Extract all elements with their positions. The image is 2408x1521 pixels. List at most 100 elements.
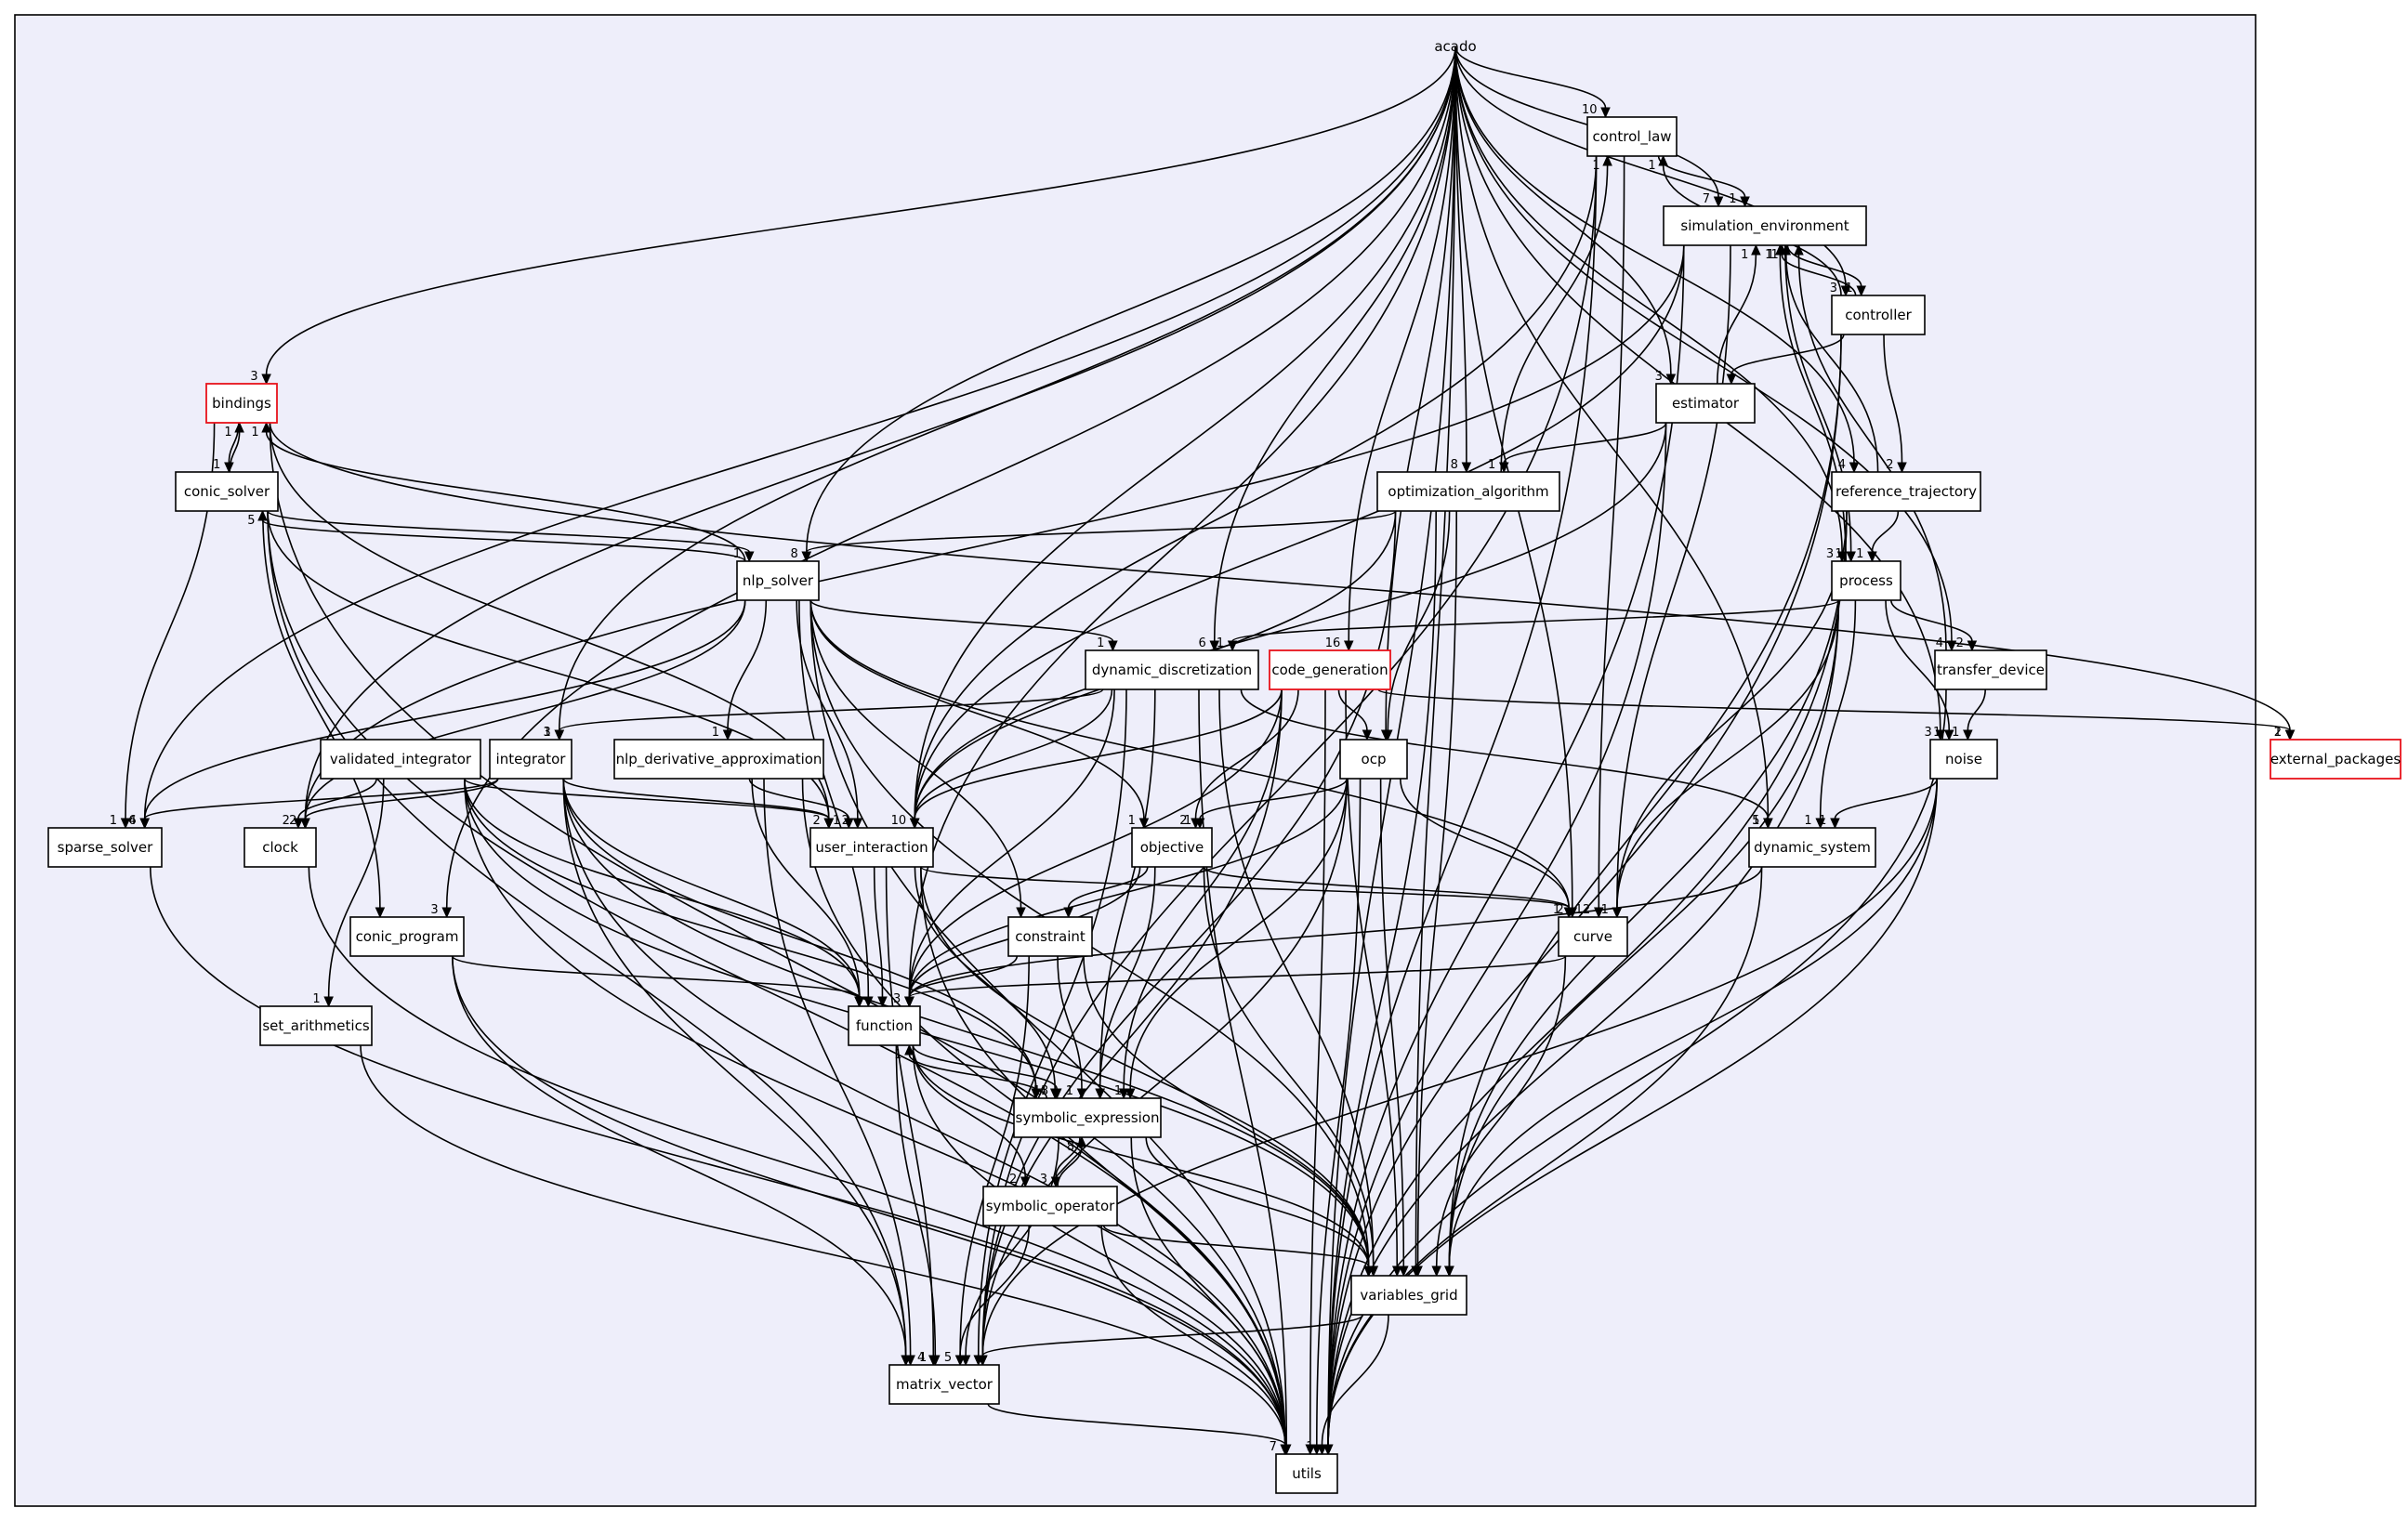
node-label[interactable]: curve (1573, 928, 1612, 945)
node-label[interactable]: symbolic_operator (986, 1198, 1115, 1215)
node-label[interactable]: nlp_solver (743, 572, 814, 590)
node-label[interactable]: optimization_algorithm (1388, 483, 1548, 501)
node-box[interactable] (1655, 383, 1756, 424)
node-curve[interactable]: curve (1558, 916, 1628, 957)
edge-count-label[interactable]: 1 (544, 726, 551, 740)
node-label[interactable]: process (1839, 572, 1893, 589)
edge-count-label[interactable]: 1 (712, 726, 719, 740)
edge-count-label[interactable]: 1 (224, 426, 231, 439)
edge-count-label[interactable]: 16 (1325, 636, 1341, 650)
node-box[interactable] (1831, 295, 1926, 335)
node-box[interactable] (1350, 1275, 1467, 1316)
node-label[interactable]: transfer_device (1937, 662, 2045, 679)
node-ocp[interactable]: ocp (1339, 739, 1408, 780)
node-label[interactable]: nlp_derivative_approximation (616, 751, 822, 768)
node-control-law[interactable]: control_law (1586, 116, 1678, 157)
edge-count-label[interactable]: 1 (1845, 282, 1852, 295)
node-label[interactable]: function (856, 1017, 913, 1034)
edge-count-label[interactable]: 1 (1217, 636, 1224, 650)
edge-count-label[interactable]: 3 (1040, 1173, 1047, 1187)
edge-count-label[interactable]: 1 (1592, 159, 1599, 173)
edge-count-label[interactable]: 1 (1752, 814, 1759, 828)
edge-count-label[interactable]: 1 (1306, 1440, 1313, 1454)
node-box[interactable] (809, 827, 934, 868)
node-user-interaction[interactable]: user_interaction (809, 827, 934, 868)
edge-count-label[interactable]: 5 (247, 514, 255, 528)
node-box[interactable] (175, 471, 279, 512)
node-simulation-environment[interactable]: simulation_environment (1663, 205, 1867, 246)
node-function[interactable]: function (848, 1005, 921, 1046)
node-label[interactable]: ocp (1362, 751, 1387, 767)
node-set-arithmetics[interactable]: set_arithmetics (259, 1005, 373, 1046)
edge-count-label[interactable]: 2 (2274, 726, 2282, 740)
cluster-label-acado[interactable]: acado (1434, 38, 1476, 55)
edge-count-label[interactable]: 1 (1804, 814, 1811, 828)
edge-count-label[interactable]: 1 (894, 1048, 901, 1062)
node-label[interactable]: dynamic_discretization (1092, 662, 1252, 679)
node-label[interactable]: user_interaction (815, 839, 928, 857)
node-label[interactable]: simulation_environment (1680, 217, 1849, 235)
node-box[interactable] (47, 827, 163, 868)
node-utils[interactable]: utils (1275, 1453, 1338, 1494)
node-estimator[interactable]: estimator (1655, 383, 1756, 424)
edge-count-label[interactable]: 1 (733, 547, 741, 561)
node-integrator[interactable]: integrator (489, 739, 572, 780)
node-box[interactable] (2270, 739, 2401, 780)
edge-count-label[interactable]: 2 (1886, 458, 1893, 472)
node-box[interactable] (259, 1005, 373, 1046)
node-label[interactable]: symbolic_expression (1016, 1109, 1160, 1127)
node-box[interactable] (1085, 649, 1259, 690)
node-label[interactable]: integrator (496, 751, 567, 767)
node-label[interactable]: matrix_vector (896, 1376, 993, 1394)
edge-count-label[interactable]: 3 (893, 992, 901, 1006)
node-dynamic-discretization[interactable]: dynamic_discretization (1085, 649, 1259, 690)
edge-count-label[interactable]: 1 (1835, 547, 1842, 561)
edge-count-label[interactable]: 3 (430, 903, 438, 917)
edge-count-label[interactable]: 1 (1819, 814, 1826, 828)
edge-count-label[interactable]: 3 (1925, 726, 1932, 740)
edge-count-label[interactable]: 1 (1767, 248, 1774, 262)
node-box[interactable] (736, 560, 820, 601)
edge-count-label[interactable]: 1 (919, 1351, 927, 1365)
node-external-packages[interactable]: external_packages (2270, 739, 2401, 780)
node-controller[interactable]: controller (1831, 295, 1926, 335)
node-dynamic-system[interactable]: dynamic_system (1748, 827, 1876, 868)
node-variables-grid[interactable]: variables_grid (1350, 1275, 1467, 1316)
edge-count-label[interactable]: 1 (110, 814, 117, 828)
edge-count-label[interactable]: 1 (1856, 547, 1863, 561)
edge-count-label[interactable]: 4 (1936, 636, 1943, 650)
edge-count-label[interactable]: 1 (1488, 458, 1495, 472)
edge-count-label[interactable]: 1 (2274, 726, 2282, 740)
node-label[interactable]: controller (1845, 307, 1912, 323)
node-box[interactable] (349, 916, 465, 957)
node-box[interactable] (1339, 739, 1408, 780)
edge-count-label[interactable]: 1 (833, 814, 840, 828)
node-label[interactable]: conic_program (356, 928, 459, 946)
node-label[interactable]: sparse_solver (58, 839, 154, 857)
node-process[interactable]: process (1831, 560, 1901, 601)
node-label[interactable]: utils (1292, 1465, 1322, 1482)
node-conic-solver[interactable]: conic_solver (175, 471, 279, 512)
node-label[interactable]: code_generation (1271, 662, 1388, 679)
node-transfer-device[interactable]: transfer_device (1934, 649, 2047, 690)
edge-count-label[interactable]: 4 (1838, 458, 1846, 472)
node-nlp-derivative-approximation[interactable]: nlp_derivative_approximation (613, 739, 824, 780)
node-box[interactable] (205, 383, 278, 424)
node-label[interactable]: dynamic_system (1754, 839, 1871, 857)
node-box[interactable] (1269, 649, 1391, 690)
node-box[interactable] (1013, 1097, 1162, 1138)
node-noise[interactable]: noise (1929, 739, 1998, 780)
node-symbolic-operator[interactable]: symbolic_operator (982, 1186, 1118, 1226)
edge-count-label[interactable]: 3 (250, 370, 257, 384)
node-conic-program[interactable]: conic_program (349, 916, 465, 957)
edge-count-label[interactable]: 2 (1956, 636, 1964, 650)
edge-count-label[interactable]: 10 (891, 814, 907, 828)
edge-count-label[interactable]: 1 (1097, 636, 1104, 650)
node-box[interactable] (320, 739, 481, 780)
edge-count-label[interactable]: 5 (1752, 814, 1759, 828)
edge-count-label[interactable]: 6 (128, 814, 136, 828)
node-box[interactable] (613, 739, 824, 780)
node-box[interactable] (888, 1364, 1000, 1405)
node-code-generation[interactable]: code_generation (1269, 649, 1391, 690)
node-reference-trajectory[interactable]: reference_trajectory (1831, 471, 1981, 512)
